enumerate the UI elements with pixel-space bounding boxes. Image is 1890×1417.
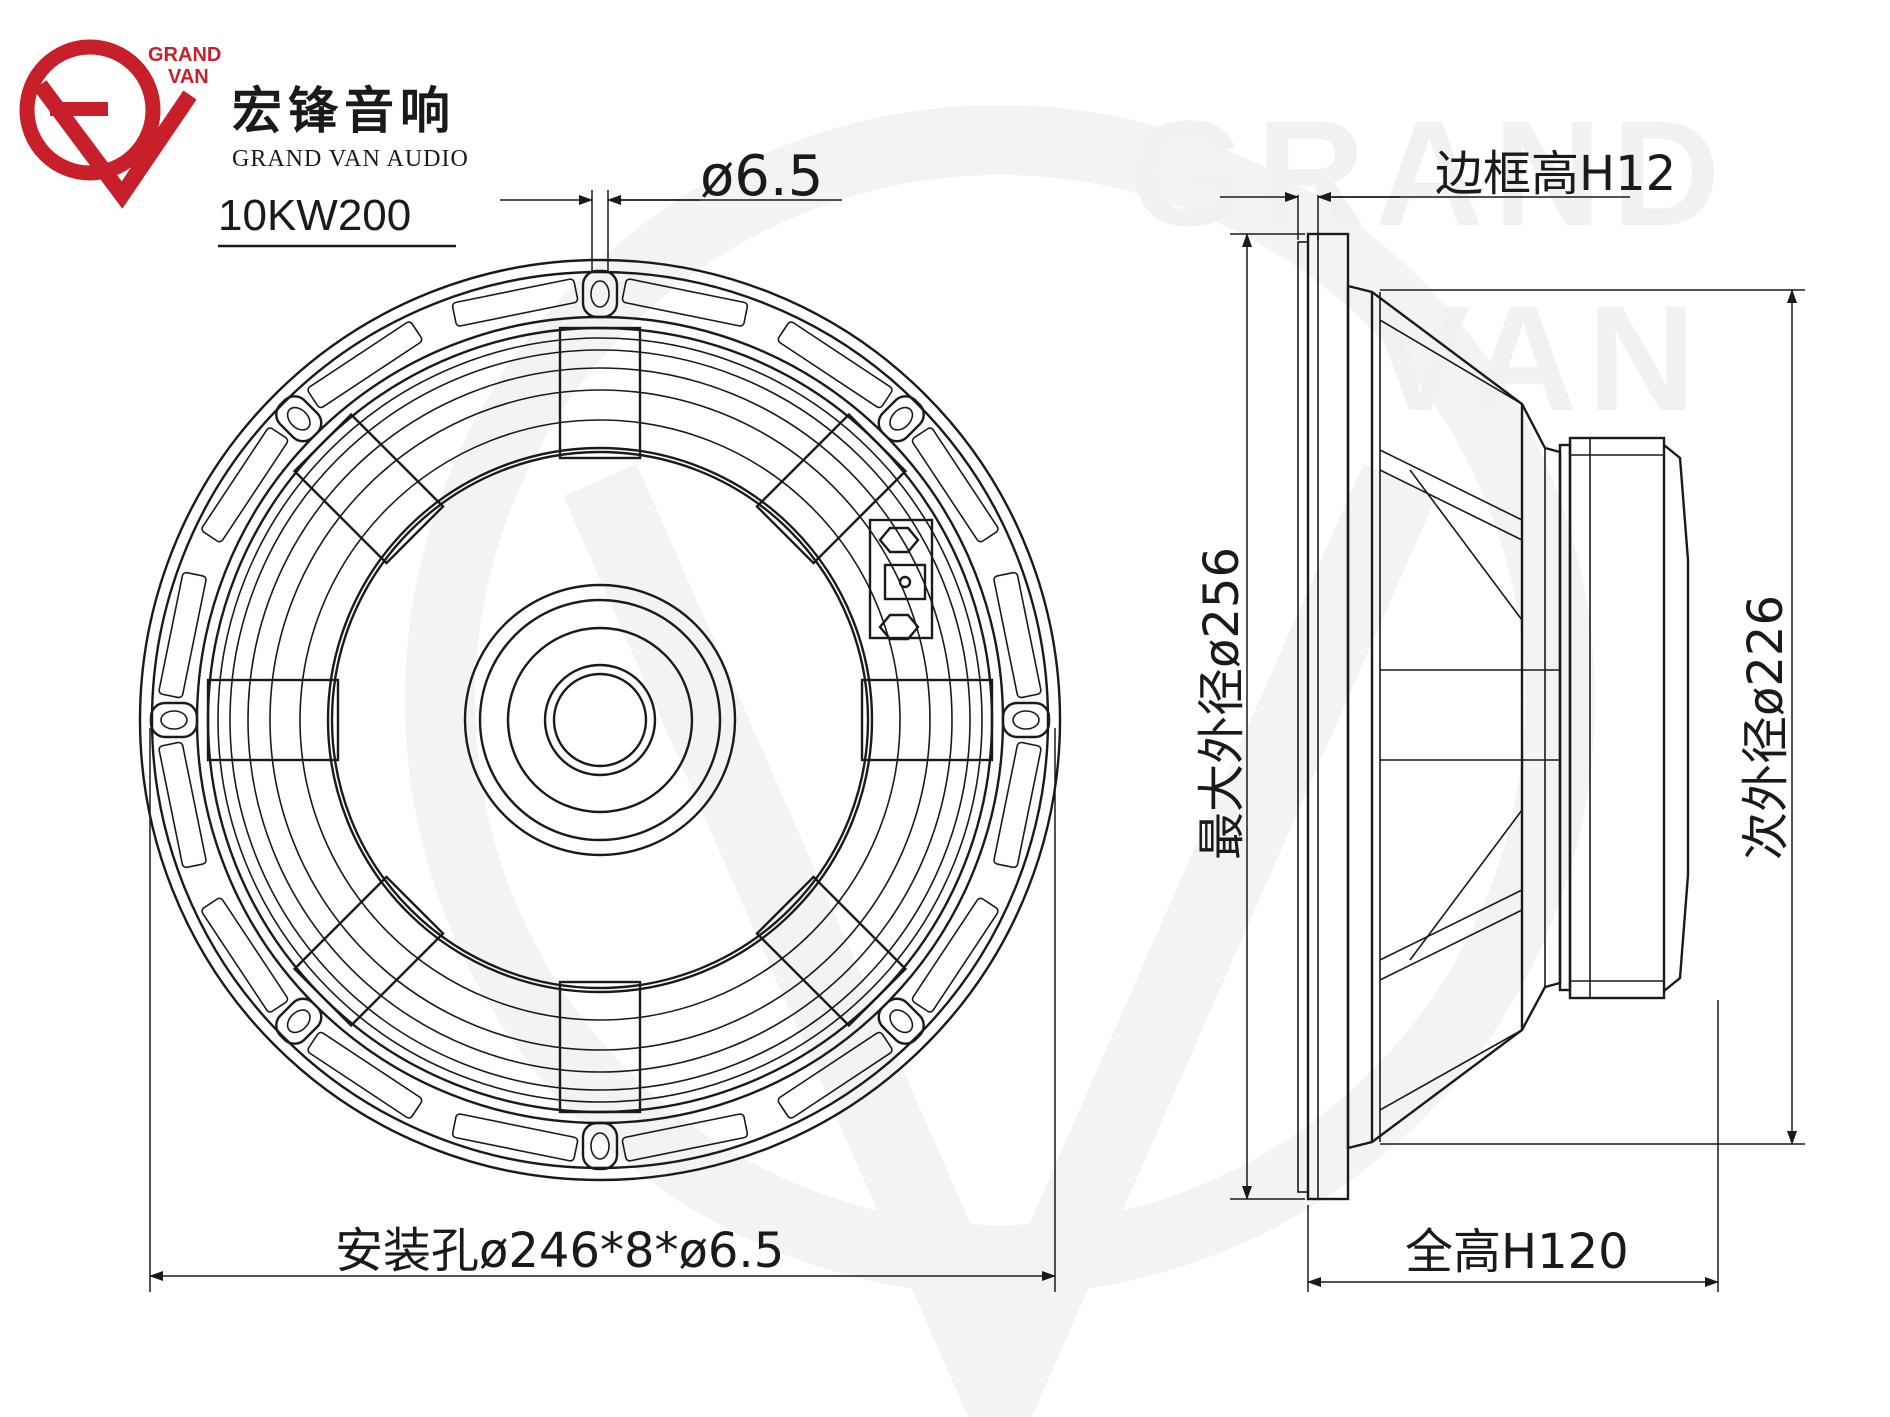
flange-slot xyxy=(307,1031,423,1119)
flange-slot xyxy=(158,571,207,699)
flange-slot xyxy=(201,897,289,1013)
terminal-block xyxy=(868,518,934,641)
basket-spoke xyxy=(755,412,908,565)
basket-spoke xyxy=(558,980,642,1114)
flange-slot xyxy=(158,741,207,869)
mounting-hole-bore xyxy=(1012,710,1040,730)
side-dimensions: 边框高H12 最大外径ø256 次外径ø226 全高H120 xyxy=(1194,146,1805,1292)
mounting-hole xyxy=(275,395,323,443)
flange-slot xyxy=(911,897,999,1013)
max-diameter-label: 最大外径ø256 xyxy=(1194,547,1250,860)
mounting-hole-bore xyxy=(889,1009,914,1034)
flange-slot xyxy=(993,741,1042,869)
flange-slot xyxy=(621,1113,749,1162)
flange-slot xyxy=(307,321,423,409)
basket-spokes xyxy=(206,326,994,1114)
logo-grand-text: GRAND xyxy=(148,44,221,66)
basket-spoke xyxy=(292,875,445,1028)
mounting-hole-bore xyxy=(590,280,610,308)
front-view xyxy=(138,258,1062,1182)
mounting-hole-bore xyxy=(286,1009,311,1034)
mounting-hole xyxy=(877,997,925,1045)
brand-logo: GRAND VAN xyxy=(19,39,221,209)
mounting-hole xyxy=(877,395,925,443)
flange-slot xyxy=(451,1113,579,1162)
mounting-hole-label: 安装孔ø246*8*ø6.5 xyxy=(335,1223,784,1279)
logo-ring-icon xyxy=(19,39,161,181)
mounting-holes xyxy=(149,269,1051,1171)
brand-english-name: GRAND VAN AUDIO xyxy=(232,146,469,172)
flange-slot xyxy=(911,427,999,543)
mounting-hole xyxy=(581,1121,619,1171)
total-height-label: 全高H120 xyxy=(1405,1224,1629,1280)
model-number: 10KW200 xyxy=(218,191,411,240)
basket-spoke xyxy=(755,875,908,1028)
flange-slot xyxy=(777,321,893,409)
side-view xyxy=(1297,232,1690,1201)
mounting-hole-bore xyxy=(160,710,188,730)
mounting-hole-bore xyxy=(590,1132,610,1160)
watermark-van: VAN xyxy=(1370,274,1706,442)
mounting-hole-bore xyxy=(889,406,914,431)
logo-v-icon xyxy=(33,80,197,209)
flange-slots xyxy=(158,278,1042,1162)
watermark: GRAND VAN xyxy=(405,89,1730,1417)
flange-slot xyxy=(777,1031,893,1119)
flange-slot xyxy=(201,427,289,543)
flange-slot xyxy=(993,571,1042,699)
basket-spoke xyxy=(558,326,642,460)
watermark-grand: GRAND xyxy=(1130,89,1730,257)
mounting-hole-bore xyxy=(286,406,311,431)
hole-diameter-label: ø6.5 xyxy=(700,144,823,209)
mounting-hole xyxy=(1001,701,1051,739)
frame-height-label: 边框高H12 xyxy=(1435,146,1676,202)
basket-spoke xyxy=(860,678,994,762)
front-dimensions: ø6.5 安装孔ø246*8*ø6.5 xyxy=(149,144,1056,1292)
logo-van-text: VAN xyxy=(168,66,209,88)
mounting-hole xyxy=(149,701,199,739)
mounting-hole xyxy=(581,269,619,319)
brand-chinese-name: 宏锋音响 xyxy=(232,82,456,140)
flange-slot xyxy=(621,278,749,327)
basket-spoke xyxy=(206,678,340,762)
secondary-diameter-label: 次外径ø226 xyxy=(1738,595,1794,860)
flange-slot xyxy=(451,278,579,327)
basket-spoke xyxy=(292,412,445,565)
mounting-hole xyxy=(275,997,323,1045)
